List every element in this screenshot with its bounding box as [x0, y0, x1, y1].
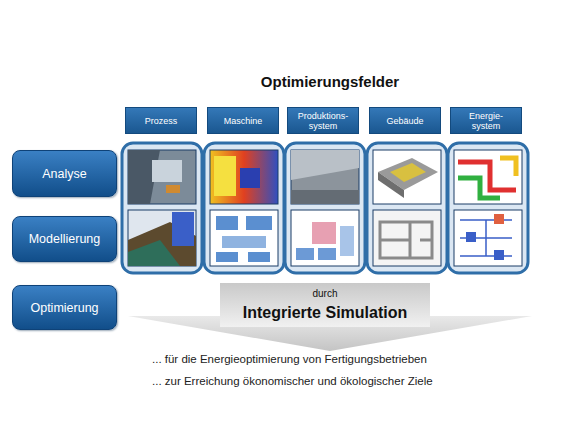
factory-floor	[291, 190, 359, 204]
plan-area	[318, 248, 336, 260]
plan-walls	[380, 222, 432, 258]
node-text: durch	[312, 288, 337, 300]
node-text: Prozess	[145, 116, 178, 126]
building-model	[373, 150, 441, 204]
node-text: Energie- system	[459, 111, 513, 131]
pipe	[458, 178, 500, 198]
image-panel	[122, 143, 202, 273]
column-header: Produktions- system	[287, 107, 359, 134]
node-text: Gebäude	[386, 116, 423, 126]
plan-area	[312, 222, 336, 244]
layout-plan	[291, 210, 359, 266]
node-text: Optimierung	[30, 301, 98, 315]
photo-part	[152, 160, 182, 182]
diagram-block	[216, 252, 238, 262]
image-panel	[204, 143, 284, 273]
thermal-spot	[240, 168, 260, 188]
schematic-box	[466, 232, 476, 242]
cad-model	[128, 210, 196, 266]
node-text: Integrierte Simulation	[243, 303, 407, 323]
row-header: Modellierung	[12, 216, 117, 262]
image-panel	[448, 143, 528, 273]
model-diagram	[210, 210, 278, 266]
diagram-block	[216, 216, 238, 230]
column-header: Maschine	[207, 107, 279, 134]
circuit-scheme	[454, 210, 522, 266]
thermal-spot	[214, 156, 236, 196]
diagram-block	[248, 252, 270, 262]
method-band: durchIntegrierte Simulation	[220, 283, 430, 327]
schematic-line	[460, 220, 512, 256]
diagram-title: Optimierungsfelder	[180, 73, 480, 90]
note-text: ... für die Energieoptimierung von Ferti…	[152, 353, 427, 365]
photo-part	[166, 185, 180, 193]
row-header: Optimierung	[12, 285, 117, 330]
schematic-box	[494, 250, 504, 260]
panel-frame	[367, 143, 447, 273]
image-panel	[285, 143, 365, 273]
node-text: Modellierung	[29, 232, 101, 246]
plan-area	[340, 226, 354, 256]
column-header: Prozess	[125, 107, 197, 134]
building-lights	[390, 163, 426, 182]
plan-area	[296, 248, 314, 260]
panel-frame	[122, 143, 202, 273]
panel-frame	[285, 143, 365, 273]
image-panel	[367, 143, 447, 273]
column-header: Energie- system	[450, 107, 522, 134]
node-text: Produktions- system	[296, 111, 350, 131]
column-header: Gebäude	[369, 107, 441, 134]
machine-photo	[128, 150, 196, 204]
row-header: Analyse	[12, 150, 117, 197]
energy-scheme	[454, 150, 522, 204]
thermal-image	[210, 150, 278, 204]
node-text: Maschine	[224, 116, 263, 126]
factory-photo	[291, 150, 359, 204]
factory-roof	[291, 150, 359, 180]
diagram-block	[246, 216, 272, 230]
cad-part	[172, 212, 194, 246]
panel-frame	[448, 143, 528, 273]
pipe	[500, 158, 516, 176]
node-text: Analyse	[42, 167, 86, 181]
note-text: ... zur Erreichung ökonomischer und ökol…	[152, 375, 433, 387]
schematic-box	[494, 214, 504, 224]
panel-frame	[204, 143, 284, 273]
diagram-block	[222, 236, 266, 248]
floor-plan	[373, 210, 441, 266]
